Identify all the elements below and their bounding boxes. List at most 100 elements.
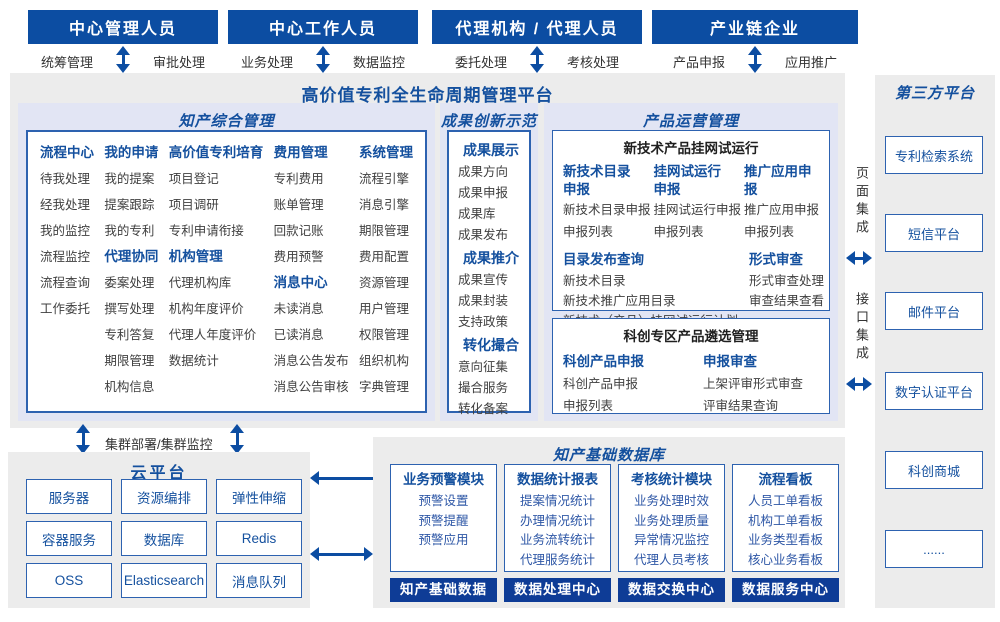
module-column: 系统管理流程引擎消息引擎期限管理费用配置资源管理用户管理权限管理组织机构字典管理	[359, 140, 413, 403]
panel-title-cloud: 云平台	[130, 465, 188, 482]
subbox-title: 新技术产品挂网试运行	[623, 141, 759, 156]
database-center-box: 数据交换中心	[618, 578, 725, 602]
actor-bar: 中心管理人员	[28, 10, 218, 44]
third-party-box: 数字认证平台	[885, 372, 983, 410]
section-item: 未读消息	[273, 302, 324, 316]
vertical-double-arrow-icon	[530, 46, 544, 73]
actor-role-label: 统筹管理	[40, 55, 93, 70]
section-heading: 挂网试运行 申报	[653, 164, 721, 197]
actor-role-label: 考核处理	[567, 55, 620, 70]
section-heading: 成果推介	[463, 250, 519, 266]
panel-title-ip-management: 知产综合管理	[178, 113, 275, 130]
vertical-double-arrow-icon	[748, 46, 762, 73]
section-item: 字典管理	[358, 380, 409, 394]
section-item: 数据统计	[168, 354, 219, 368]
module-column: 我的申请我的提案提案跟踪我的专利代理协同委案处理撰写处理专利答复期限管理机构信息	[104, 140, 158, 403]
vertical-double-arrow-icon	[116, 46, 130, 73]
actor-labels: 统筹管理审批处理	[28, 52, 218, 71]
horizontal-double-arrow-icon	[846, 251, 872, 265]
section-item: 消息公告发布	[273, 354, 349, 368]
cloud-service-box: Redis	[216, 521, 302, 556]
section-item: 成果发布	[458, 228, 509, 242]
section-item: 费用预警	[273, 250, 324, 264]
section-item: 办理情况统计	[519, 513, 595, 528]
module-column: 申报审查上架评审形式审查评审结果查询	[703, 351, 803, 417]
actor-role-label: 数据监控	[353, 55, 406, 70]
actor-role-label: 应用推广	[785, 55, 838, 70]
achievement-modules: 成果展示成果方向成果申报成果库成果发布成果推介成果宣传成果封装支持政策转化撮合意…	[447, 130, 531, 416]
section-item: 项目调研	[168, 198, 219, 212]
section-heading: 流程看板	[758, 472, 813, 487]
section-item: 业务类型看板	[747, 533, 823, 547]
section-heading: 业务预警模块	[403, 472, 484, 487]
cloud-service-box: 资源编排	[121, 479, 207, 514]
section-item: 成果封装	[458, 294, 509, 308]
section-item: 机构工单看板	[747, 513, 823, 528]
section-item: 消息引擎	[358, 198, 409, 212]
module-column: 科创产品申报科创产品申报申报列表	[563, 351, 703, 417]
api-integration-label: 接口集成	[854, 292, 869, 364]
section-item: 消息公告审核	[273, 380, 349, 394]
section-item: 预警提醒	[418, 513, 469, 528]
section-item: 账单管理	[273, 198, 324, 212]
section-item: 组织机构	[358, 354, 409, 368]
vertical-double-arrow-icon	[76, 424, 90, 454]
subbox-columns: 新技术目录 申报新技术目录申报申报列表挂网试运行 申报挂网试运行申报申报列表推广…	[553, 157, 829, 243]
cloud-service-box: 容器服务	[26, 521, 112, 556]
section-item: 人员工单看板	[747, 494, 823, 508]
left-arrow-icon	[310, 471, 373, 485]
cloud-service-box: 数据库	[121, 521, 207, 556]
section-heading: 消息中心	[273, 275, 328, 290]
section-item: 异常情况监控	[633, 533, 709, 547]
module-column: 推广应用申报推广应用申报申报列表	[744, 163, 819, 243]
subbox-columns: 科创产品申报科创产品申报申报列表申报审查上架评审形式审查评审结果查询	[553, 345, 829, 417]
database-column: 数据统计报表提案情况统计办理情况统计业务流转统计代理服务统计数据处理中心	[504, 464, 611, 602]
actor-group: 产业链企业产品申报应用推广	[652, 10, 858, 74]
section-item: 意向征集	[458, 360, 509, 374]
section-heading: 推广应用申报	[743, 164, 812, 197]
database-column: 业务预警模块预警设置预警提醒预警应用知产基础数据	[390, 464, 497, 602]
section-item: 科创产品申报	[563, 377, 639, 391]
cloud-service-box: 弹性伸缩	[216, 479, 302, 514]
section-item: 期限管理	[104, 354, 155, 368]
section-heading: 申报审查	[703, 354, 757, 369]
subbox-sci-innovation-selection: 科创专区产品遴选管理科创产品申报科创产品申报申报列表申报审查上架评审形式审查评审…	[552, 318, 830, 414]
section-item: 撰写处理	[104, 302, 155, 316]
actor-group: 中心管理人员统筹管理审批处理	[28, 10, 218, 74]
actor-group: 中心工作人员业务处理数据监控	[228, 10, 418, 74]
section-item: 上架评审形式审查	[703, 377, 804, 391]
section-item: 期限管理	[358, 224, 409, 238]
section-item: 成果库	[458, 207, 496, 221]
panel-title-third-party: 第三方平台	[894, 85, 975, 102]
section-item: 代理人年度评价	[168, 328, 257, 342]
actor-bar: 产业链企业	[652, 10, 858, 44]
actor-role-label: 业务处理	[240, 55, 293, 70]
database-module-box: 流程看板人员工单看板机构工单看板业务类型看板核心业务看板	[732, 464, 839, 572]
section-item: 经我处理	[40, 198, 91, 212]
database-center-box: 知产基础数据	[390, 578, 497, 602]
section-item: 申报列表	[653, 225, 704, 239]
database-column: 考核统计模块业务处理时效业务处理质量异常情况监控代理人员考核数据交换中心	[618, 464, 725, 602]
vertical-double-arrow-icon	[316, 46, 330, 73]
horizontal-double-arrow-icon	[310, 547, 373, 561]
section-item: 待我处理	[40, 172, 91, 186]
panel-product-operation: 产品运营管理 新技术产品挂网试运行新技术目录 申报新技术目录申报申报列表挂网试运…	[544, 103, 838, 421]
actor-group: 代理机构 / 代理人员委托处理考核处理	[432, 10, 642, 74]
section-item: 审查结果查看	[749, 294, 825, 308]
module-column: 流程中心待我处理经我处理我的监控流程监控流程查询工作委托	[40, 140, 94, 403]
section-heading: 我的申请	[104, 145, 159, 160]
section-heading: 高价值专利培育	[168, 145, 264, 160]
section-item: 新技术推广应用目录	[563, 294, 676, 308]
section-item: 提案情况统计	[519, 494, 595, 508]
section-item: 业务流转统计	[519, 533, 595, 547]
section-item: 申报列表	[563, 399, 614, 413]
database-module-box: 考核统计模块业务处理时效业务处理质量异常情况监控代理人员考核	[618, 464, 725, 572]
panel-title-database: 知产基础数据库	[552, 447, 665, 464]
subbox-title: 科创专区产品遴选管理	[623, 329, 759, 344]
module-column: 高价值专利培育项目登记项目调研专利申请衔接机构管理代理机构库机构年度评价代理人年…	[169, 140, 264, 403]
section-item: 机构信息	[104, 380, 155, 394]
database-module-box: 数据统计报表提案情况统计办理情况统计业务流转统计代理服务统计	[504, 464, 611, 572]
cloud-service-box: OSS	[26, 563, 112, 598]
